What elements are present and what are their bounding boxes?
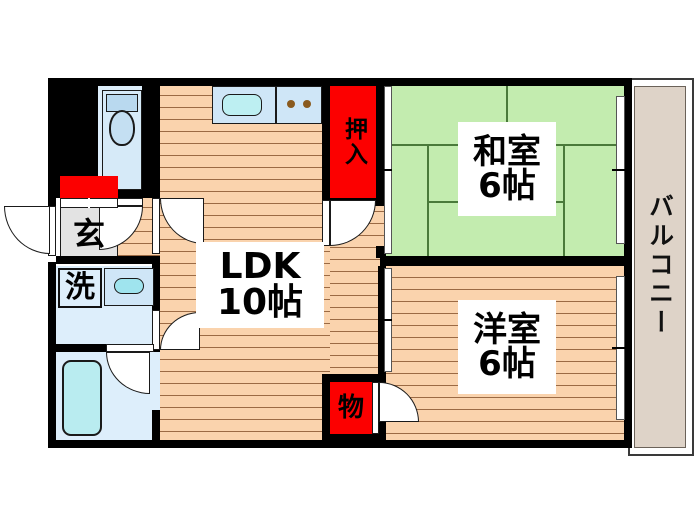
wall-toilet-left <box>92 78 98 196</box>
tatami-seam <box>563 144 565 258</box>
washroom-ldk-door-panel[interactable] <box>152 310 160 350</box>
wall-bottom <box>48 440 632 448</box>
yoshitsu-label: 洋室 6帖 <box>458 300 556 394</box>
slider-rail-mark <box>612 347 625 349</box>
yoshitsu-west-slider[interactable] <box>384 320 392 372</box>
vanity-sink <box>114 278 144 294</box>
balcony-label: バルコニー <box>645 192 675 338</box>
entrance-door-swing <box>4 206 50 254</box>
wall-genkan-bottom <box>56 256 160 264</box>
oshiire-label: 押入 <box>340 117 367 167</box>
oshiire-closet[interactable] <box>330 86 376 198</box>
wall-left-entrance-top <box>48 196 56 206</box>
washitsu-balcony-slider[interactable] <box>616 170 625 244</box>
bathroom-door-panel[interactable] <box>106 344 154 352</box>
mono-label: 物 <box>337 393 364 423</box>
yoshitsu-west-slider[interactable] <box>384 268 392 320</box>
mono-door-panel[interactable] <box>372 382 379 434</box>
kitchen-sink <box>222 94 262 116</box>
yoshitsu-balcony-slider[interactable] <box>616 348 625 420</box>
slider-rail-mark <box>380 319 392 321</box>
tatami-seam <box>506 84 508 145</box>
yoshitsu-balcony-slider[interactable] <box>616 276 625 348</box>
shoe-cabinet-divider <box>88 198 90 208</box>
washroom-label: 洗 <box>58 268 102 308</box>
vanity-cabinet <box>104 268 154 306</box>
wall-ldk-west-2 <box>152 256 160 346</box>
toilet-bowl <box>109 110 135 146</box>
shoe-cabinet[interactable] <box>60 176 118 198</box>
wall-left-upper <box>48 78 56 196</box>
wall-washitsu-yoshitsu <box>380 256 632 266</box>
wall-toilet-bottom <box>92 190 160 198</box>
wall-ldk-east-stub <box>376 246 386 258</box>
washitsu-label: 和室 6帖 <box>458 122 556 216</box>
bathtub <box>62 360 102 436</box>
wall-ldk-west-1 <box>152 78 160 198</box>
stove-burner <box>303 100 311 108</box>
ldk-label: LDK 10帖 <box>196 242 324 328</box>
genkan-label: 玄 <box>72 215 105 253</box>
washitsu-balcony-slider[interactable] <box>616 96 625 170</box>
wall-ldk-west-3 <box>152 410 160 448</box>
washitsu-west-fusuma[interactable] <box>384 86 392 170</box>
washitsu-door-panel[interactable] <box>322 200 330 246</box>
stove-burner <box>287 100 295 108</box>
balcony-floor <box>634 86 686 448</box>
wall-left-lower <box>48 262 56 448</box>
fusuma-rail-mark <box>380 169 392 171</box>
washitsu-west-fusuma[interactable] <box>384 170 392 254</box>
slider-rail-mark <box>612 169 625 171</box>
gas-stove <box>276 86 322 124</box>
genkan-ldk-door-panel[interactable] <box>152 198 160 254</box>
mono-closet[interactable] <box>330 382 372 434</box>
